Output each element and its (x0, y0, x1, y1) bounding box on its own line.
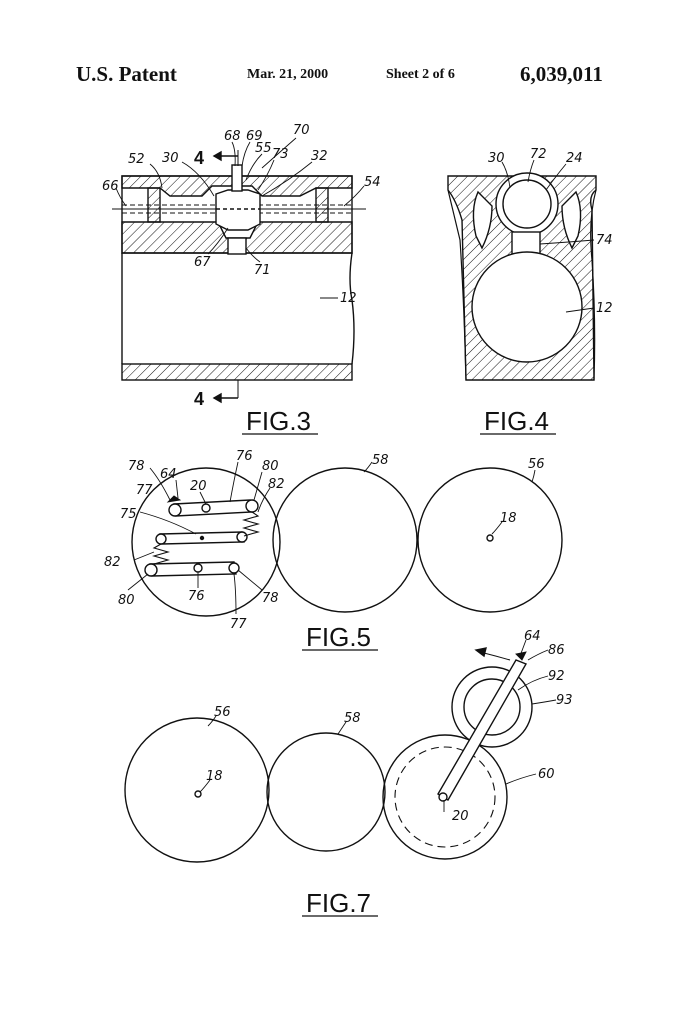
fig5-label-78-upper: 78 (128, 459, 145, 474)
fig7-leader-86 (528, 650, 548, 660)
fig7-label-60: 60 (538, 767, 555, 782)
fig5-gear-middle (273, 468, 417, 612)
fig5-caption: FIG.5 (306, 622, 371, 652)
fig3-label-30: 30 (162, 151, 179, 166)
fig5-label-58: 58 (372, 453, 389, 468)
fig5-label-78-lower: 78 (262, 591, 279, 606)
fig5-label-56: 56 (528, 457, 545, 472)
fig3-section-label-bottom: 4 (194, 389, 204, 409)
fig3-label-12: 12 (340, 291, 357, 306)
fig5-center-dot (201, 537, 204, 540)
fig5-leader-78-lower (238, 570, 262, 590)
figure-7 (125, 640, 556, 862)
fig7-direction-arrowhead (476, 648, 486, 656)
fig5-label-77-lower: 77 (230, 617, 247, 632)
fig7-label-86: 86 (548, 643, 565, 658)
fig5-spring-82-left (154, 544, 168, 564)
fig5-label-64: 64 (160, 467, 177, 482)
fig3-label-73: 73 (272, 147, 289, 162)
fig3-label-66: 66 (102, 179, 119, 194)
fig3-label-55: 55 (255, 141, 272, 156)
fig7-label-18: 18 (206, 769, 223, 784)
fig5-leader-64 (176, 480, 178, 498)
fig3-section-label-top: 4 (194, 148, 204, 168)
fig5-label-20: 20 (190, 479, 207, 494)
fig5-leader-76-upper (230, 462, 238, 502)
fig4-label-72: 72 (530, 147, 547, 162)
fig5-label-76-lower: 76 (188, 589, 205, 604)
fig5-link-lower (150, 562, 236, 576)
fig7-label-58: 58 (344, 711, 361, 726)
fig3-label-54: 54 (364, 175, 381, 190)
fig5-pin-20 (202, 504, 210, 512)
fig3-label-71: 71 (254, 263, 271, 278)
fig3-label-52: 52 (128, 152, 145, 167)
fig3-label-32: 32 (311, 149, 328, 164)
fig3-pipe-right-break (350, 253, 354, 364)
fig4-label-30: 30 (488, 151, 505, 166)
figure-3 (112, 138, 366, 402)
fig3-leader-68 (232, 142, 235, 166)
fig7-gear-58 (267, 733, 385, 851)
fig3-label-67: 67 (194, 255, 211, 270)
fig5-pin-77-upper (169, 504, 181, 516)
fig3-bottom-plug (228, 238, 246, 254)
fig7-arrow-64 (516, 652, 526, 660)
fig5-leader-77-lower (234, 574, 236, 614)
fig5-pin-76-lower (194, 564, 202, 572)
fig5-leader-80-lower (128, 574, 148, 590)
fig4-label-12: 12 (596, 301, 613, 316)
fig5-pin-middle-left (156, 534, 166, 544)
fig5-label-76-upper: 76 (236, 449, 253, 464)
fig3-valve-stem (232, 165, 242, 191)
figure-4 (448, 160, 596, 380)
fig3-section-arrowhead-top (214, 152, 221, 160)
fig7-label-64: 64 (524, 629, 541, 644)
fig5-labels: 64 78 76 80 77 20 82 75 82 80 76 78 77 5… (104, 449, 545, 652)
fig5-label-75: 75 (120, 507, 137, 522)
fig7-label-20: 20 (452, 809, 469, 824)
fig5-link-upper (174, 500, 252, 516)
fig4-label-74: 74 (596, 233, 613, 248)
fig5-label-80-upper: 80 (262, 459, 279, 474)
fig3-leader-54 (344, 186, 364, 206)
fig7-pivot-20 (439, 793, 447, 801)
fig5-gear-right (418, 468, 562, 612)
fig3-pipe-bottom-wall (122, 364, 352, 380)
fig4-label-24: 24 (566, 151, 583, 166)
fig5-leader-82-lower (134, 552, 154, 560)
fig4-caption: FIG.4 (484, 406, 549, 436)
fig7-gear-56 (125, 718, 269, 862)
fig5-label-18: 18 (500, 511, 517, 526)
fig7-label-93: 93 (556, 693, 573, 708)
fig5-pin-77-lower (229, 563, 239, 573)
fig3-section-arrowhead-bottom (214, 394, 221, 402)
fig5-label-80-lower: 80 (118, 593, 135, 608)
fig7-leader-60 (506, 774, 536, 784)
fig7-caption: FIG.7 (306, 888, 371, 918)
fig5-label-82-upper: 82 (268, 477, 285, 492)
fig3-valve-body (216, 190, 260, 230)
fig4-large-bore (472, 252, 582, 362)
fig7-leader-93 (532, 700, 556, 704)
fig7-leader-92 (518, 676, 548, 690)
fig5-label-82-lower: 82 (104, 555, 121, 570)
fig3-label-68: 68 (224, 129, 241, 144)
fig7-label-56: 56 (214, 705, 231, 720)
fig5-shaft-18 (487, 535, 493, 541)
fig3-caption: FIG.3 (246, 406, 311, 436)
fig5-leader-58 (364, 462, 372, 472)
fig3-label-70: 70 (293, 123, 310, 138)
fig5-pin-80-lower (145, 564, 157, 576)
fig7-label-92: 92 (548, 669, 565, 684)
fig5-label-77-upper: 77 (136, 483, 153, 498)
fig3-leader-69 (242, 142, 250, 166)
fig5-pin-middle-right (237, 532, 247, 542)
fig5-spring-82-right (244, 512, 258, 536)
fig5-pin-80-upper (246, 500, 258, 512)
